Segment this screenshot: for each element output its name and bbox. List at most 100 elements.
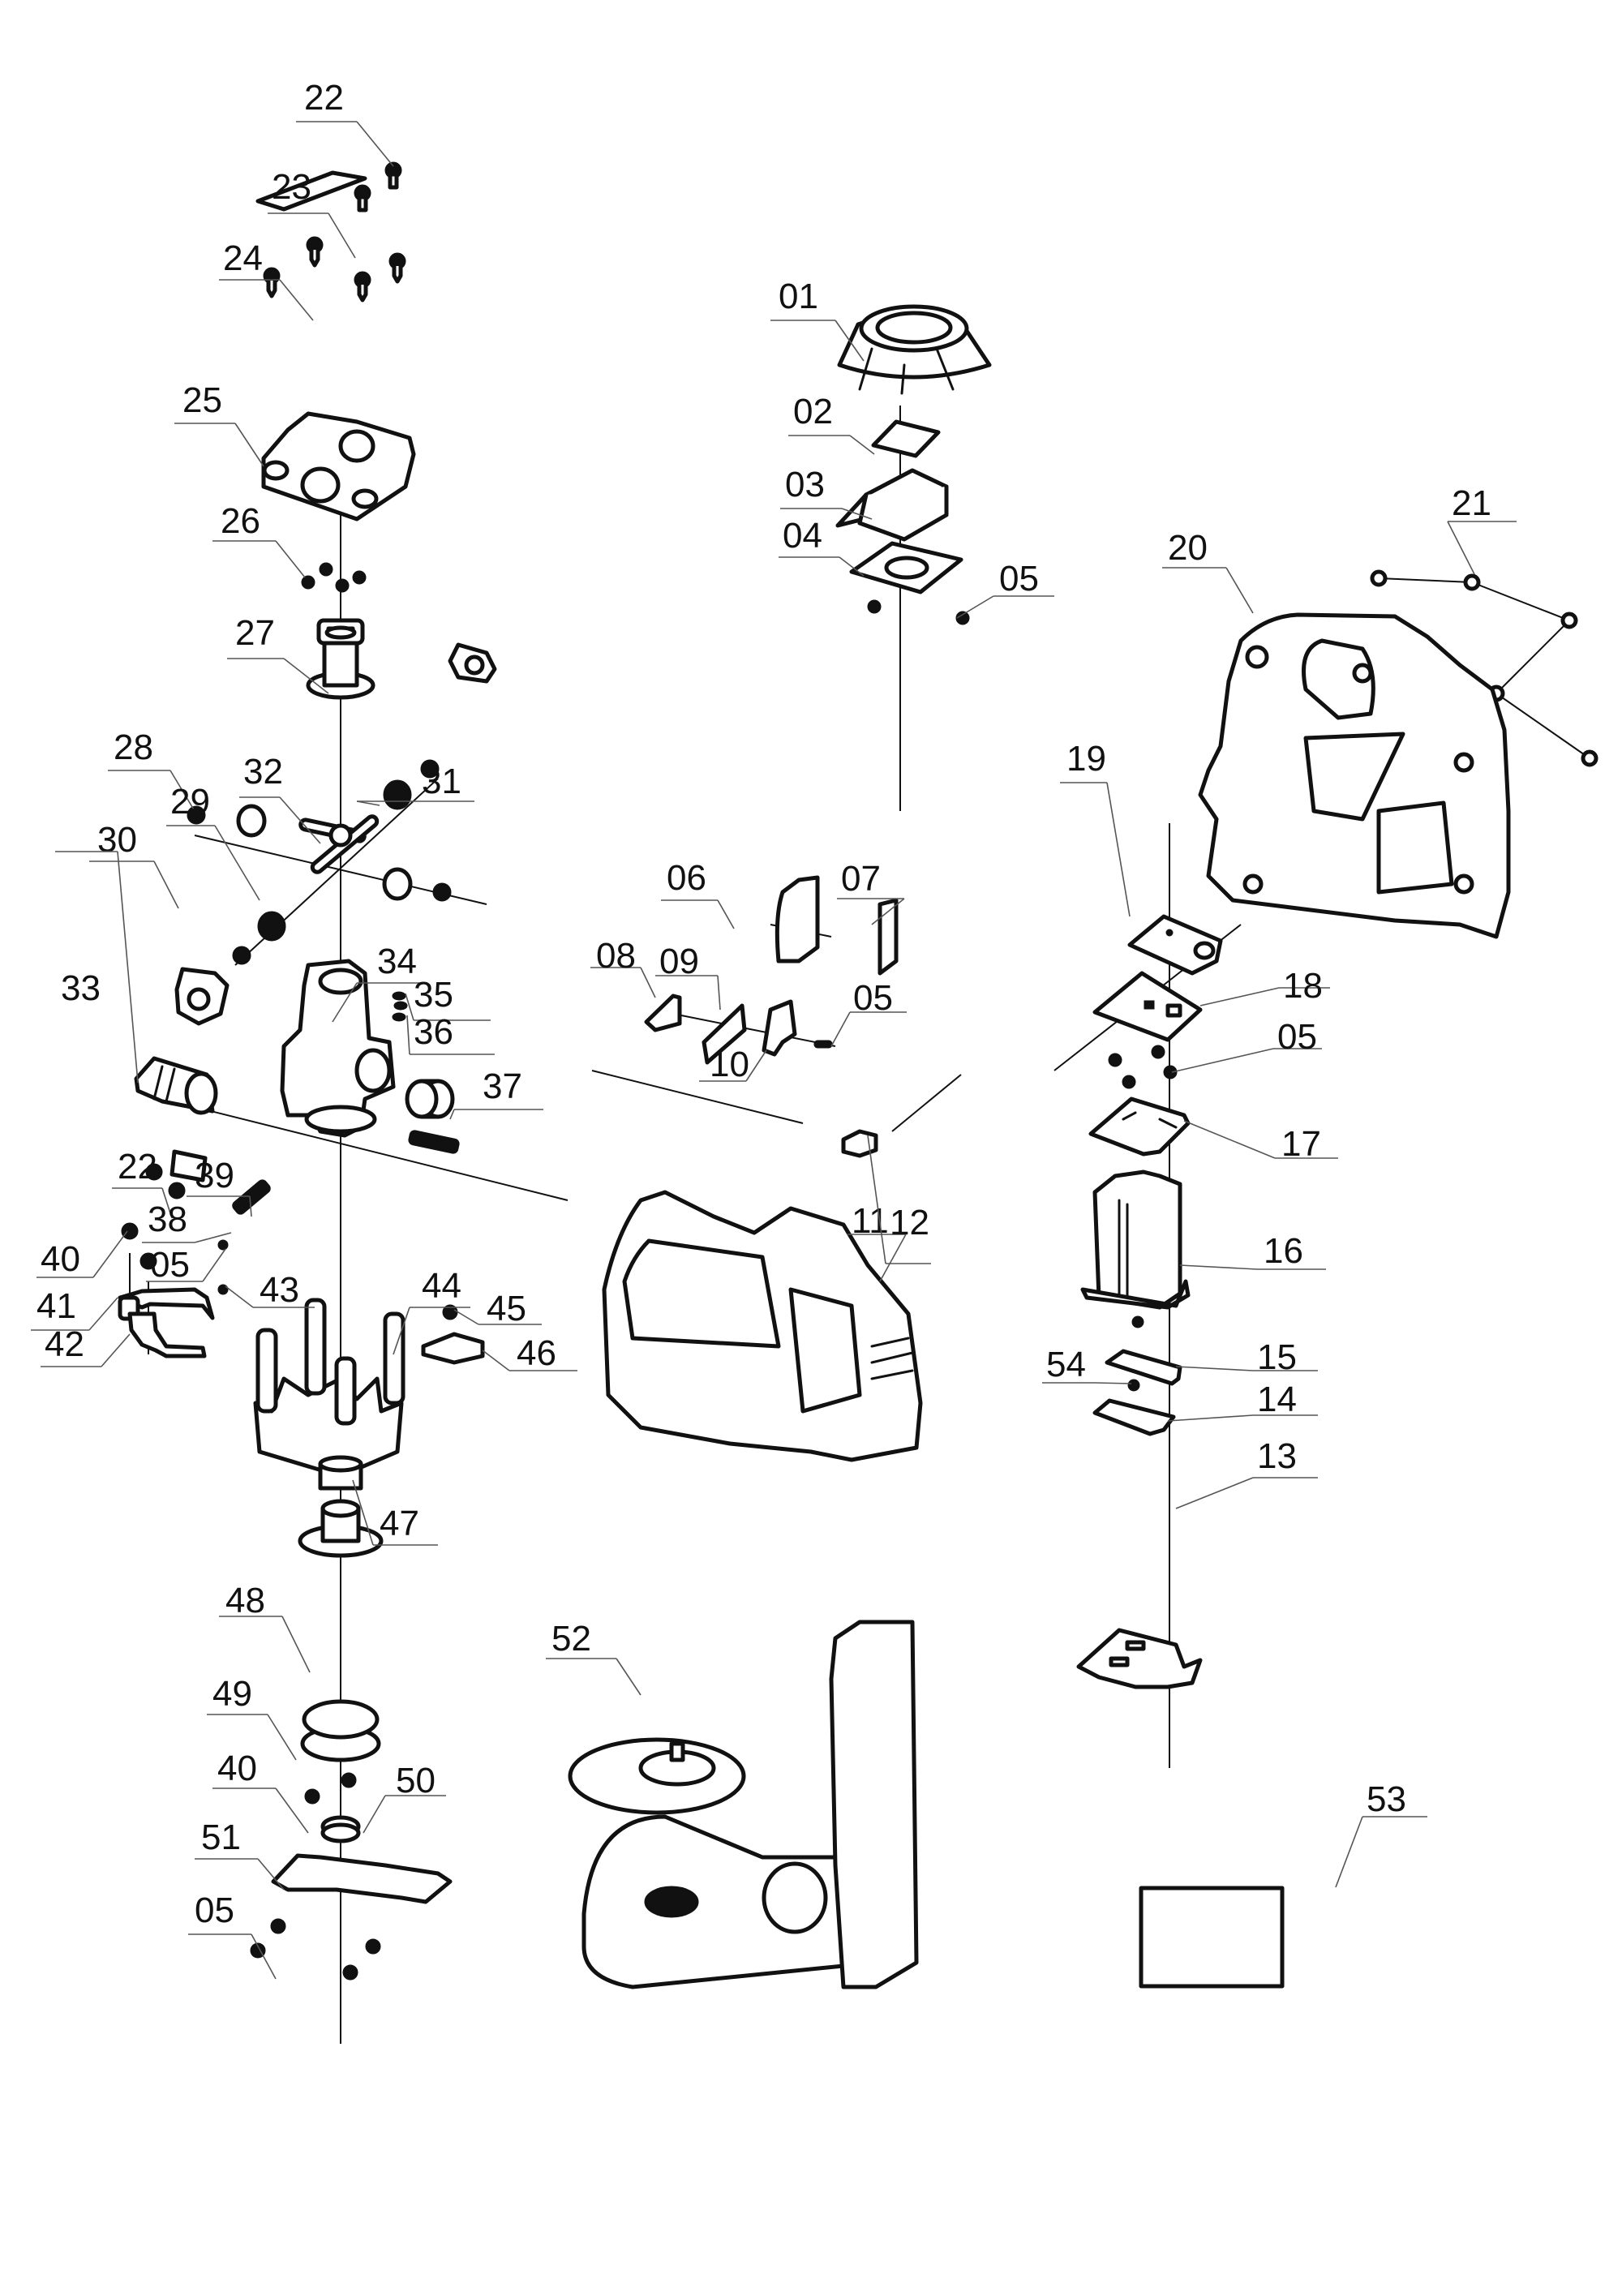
screw-05-bottom-d [342,1964,358,1981]
callout-leader-line [839,556,865,577]
screw-54-b [1127,1379,1140,1392]
callout-leader-line [194,1232,232,1243]
callout-label: 22 [304,78,344,118]
front-window-glass-07 [878,898,899,976]
callout-17: 17 [1183,1120,1338,1164]
callout-16: 16 [1179,1231,1326,1271]
callout-50: 50 [363,1761,446,1834]
callout-label: 38 [148,1199,187,1239]
callout-leader-line [879,1234,907,1282]
callout-43: 43 [225,1270,315,1310]
callout-label: 04 [783,516,822,556]
top-cap-01 [837,304,992,395]
callout-31: 31 [356,762,474,806]
bearing-holder-right [448,642,497,684]
callout-leader-line [449,1109,455,1120]
module-axis [194,1106,569,1201]
callout-20: 20 [1162,528,1254,614]
callout-label: 35 [414,975,453,1015]
pendulum-frame-44 [253,1298,406,1478]
callout-leader-line [1167,1414,1254,1422]
callout-label: 14 [1257,1380,1297,1419]
pendulum-body-34 [280,959,396,1138]
adjusting-screw-38 [232,1179,271,1215]
callout-label: 43 [260,1270,299,1310]
callout-leader-line [849,435,875,455]
callout-leader-line [1175,1366,1254,1371]
callout-25: 25 [174,380,264,467]
callout-03: 03 [780,465,873,520]
callout-49: 49 [207,1674,297,1761]
callout-27: 27 [227,613,329,694]
callout-label: 53 [1367,1779,1406,1819]
screw-40-upper [121,1222,139,1240]
screw-05-right-c [1122,1075,1136,1089]
callout-38: 38 [142,1199,232,1243]
callout-05: 05 [1171,1017,1322,1073]
switch-axis [672,1013,836,1047]
callout-leader-line [393,1307,410,1355]
wall-mount-bracket-52 [568,1620,919,1989]
callout-label: 05 [999,559,1039,599]
nuts-28 [187,759,452,965]
callout-leader-line [101,1333,131,1367]
callout-leader-line [1183,1120,1276,1159]
callout-leader-line [257,1858,285,1890]
housing-screw-21-a [1370,569,1388,587]
callout-label: 20 [1168,528,1208,568]
callout-leader-line [279,796,321,844]
callout-leader-line [717,975,721,1011]
callout-leader-line [214,825,260,901]
set-screws-35-36 [392,991,408,1022]
callout-label: 27 [235,613,275,653]
callout-leader-line [153,860,179,909]
callout-36: 36 [406,1012,495,1055]
callout-label: 05 [150,1245,190,1285]
callout-leader-line [225,1285,254,1308]
callout-leader-line [482,1350,510,1371]
callout-label: 39 [195,1156,234,1195]
callout-41: 41 [31,1286,118,1331]
callout-label: 26 [221,501,260,541]
screw-05-bottom-c [365,1938,381,1955]
callout-label: 49 [212,1674,252,1714]
callout-leader-line [169,770,195,812]
callout-39: 39 [187,1156,252,1217]
lock-arm-42 [127,1311,207,1358]
callout-leader-line [1106,782,1131,917]
callout-15: 15 [1175,1337,1318,1377]
rear-screw-chain-c [1495,620,1570,694]
callout-label: 51 [201,1817,241,1857]
callout-leader-line [352,1479,374,1546]
rear-screw-chain-d [1495,693,1590,759]
callout-leader-line [1225,567,1254,614]
callout-42: 42 [41,1324,131,1367]
callout-05: 05 [146,1245,226,1285]
callout-label: 41 [36,1286,76,1326]
screw-05-top-a [867,599,882,614]
callout-leader-line [332,982,358,1023]
callout-leader-line [1171,1048,1274,1073]
callout-label: 19 [1066,739,1106,779]
callout-34: 34 [332,942,427,1023]
bushing-47 [318,1455,363,1491]
callout-leader-line [830,1011,851,1047]
callout-leader-line [405,993,414,1021]
callout-18: 18 [1199,966,1330,1006]
callout-label: 03 [785,465,825,504]
laser-module-33 [134,1056,218,1115]
screw-05-right-a [1108,1053,1122,1067]
magnet-disc-50 [320,1815,361,1843]
screw-05-switch [813,1040,833,1049]
callout-label: 22 [118,1147,157,1187]
pendulum-shaft-27 [306,618,375,700]
screw-38-head [168,1182,186,1199]
callout-05: 05 [830,978,907,1047]
screw-43 [217,1284,229,1295]
callout-53: 53 [1335,1779,1427,1888]
callout-leader-line [867,1135,886,1264]
callout-leader-line [88,1297,118,1331]
callout-label: 11 [852,1201,889,1241]
callout-leader-line [234,423,264,467]
callout-44: 44 [393,1266,470,1355]
